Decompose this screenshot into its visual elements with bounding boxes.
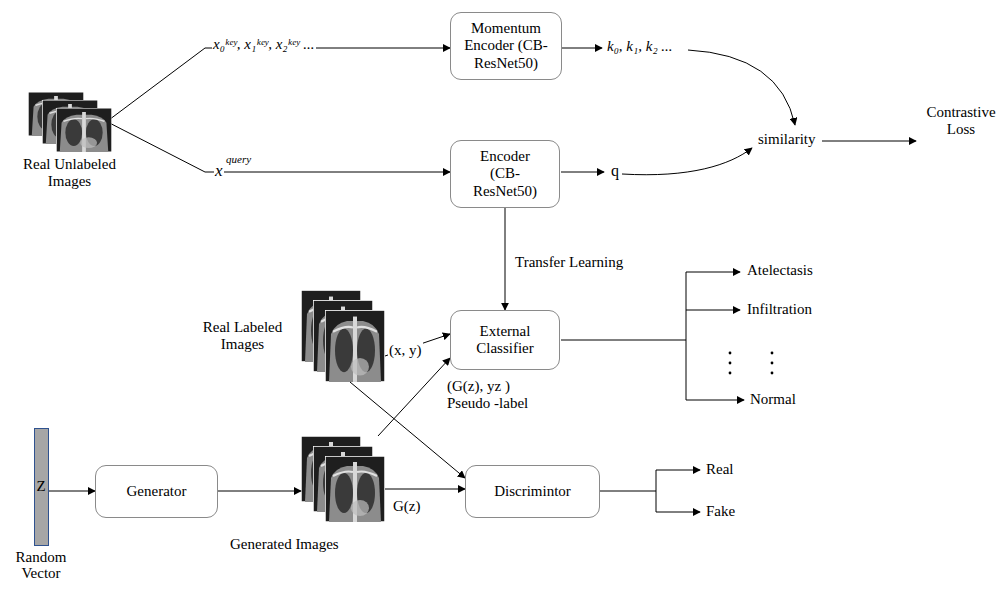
text-label: x₀ᵏᵉʸ, x₁ᵏᵉʸ, x₂ᵏᵉʸ ... [212,36,316,53]
connector [49,491,96,492]
output-arrow [656,470,700,471]
image-stack: Real Unlabeled Images [12,92,127,191]
image-area [301,436,385,522]
text-label: k₀, k₁, k₂ ... [606,38,674,55]
text-label: similarity [757,131,817,148]
node-label: External Classifier [460,323,550,358]
text-label: Real [705,461,735,478]
image-stack: Real Labeled Images [190,290,385,382]
image-area [301,290,385,382]
node-label: Generated Images [222,536,339,553]
discriminator-box: Discrimintor [465,465,600,518]
encoder-box: Encoder (CB- ResNet50) [450,140,560,208]
similarity-arrow [622,148,752,175]
xray-image [56,108,112,152]
text-label: Normal [749,391,797,408]
classifier-box: External Classifier [450,310,560,370]
output-arrow [561,172,604,173]
connector [378,358,450,436]
class-fork [561,272,686,400]
edge-label: Transfer Learning [514,254,624,271]
output-arrow [561,48,602,49]
output-fork [600,470,656,512]
node-label: Momentum Encoder (CB-ResNet50) [456,20,556,72]
text-label: Contrastive Loss [920,104,1002,139]
similarity-arrow [688,50,795,125]
image-area [28,92,112,152]
text-label: x [214,161,224,181]
node-label: Random Vector [6,550,76,582]
class-arrow [686,400,744,401]
class-arrow [686,272,740,273]
node-label: Discrimintor [494,483,571,500]
generator-box: Generator [95,465,218,518]
node-label: Real Unlabeled Images [15,156,125,191]
xray-stack [301,436,385,522]
output-arrow [656,512,700,513]
connector [218,491,301,492]
text-label: query [225,153,252,166]
node-label: Generator [127,483,187,500]
connector [112,48,451,118]
ellipsis-dots [729,352,774,375]
node-label: Encoder (CB- ResNet50) [467,148,543,200]
connector [505,208,506,310]
text-label: q [610,162,620,180]
connector [385,489,465,490]
encoder-box: Momentum Encoder (CB-ResNet50) [450,12,562,80]
text-label: Fake [705,503,736,520]
text-label: Atelectasis [746,262,814,279]
node-label: Z [36,478,45,495]
xray-image [325,310,385,382]
edge-label: (x, y) [388,342,423,359]
xray-stack [28,92,112,152]
class-arrow [686,310,740,311]
image-stack: Generated Images [222,436,385,553]
edge-label: G(z) [392,498,421,515]
edge-label: (G(z), yz ) Pseudo -label [446,378,552,413]
vector-rect: Z [34,428,49,546]
loss-arrow [822,141,916,142]
connector [112,124,451,172]
xray-image [325,456,385,522]
vector-bar: Z Random Vector [5,428,77,582]
node-label: Real Labeled Images [190,319,295,354]
xray-stack [301,290,385,382]
text-label: Infiltration [746,301,813,318]
